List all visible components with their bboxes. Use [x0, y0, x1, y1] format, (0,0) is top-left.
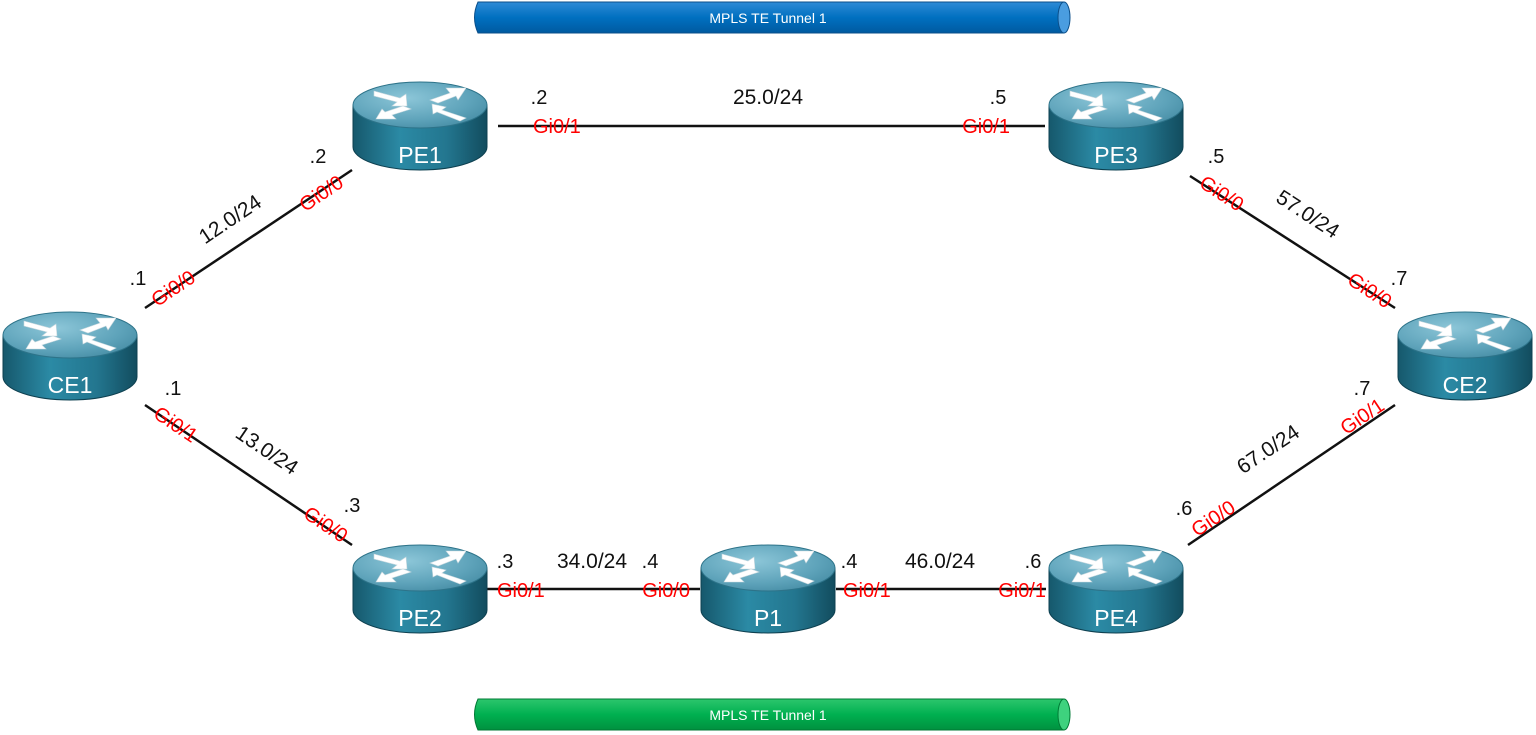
interface-label: Gi0/1 [962, 116, 1010, 138]
interface-label: Gi0/0 [1343, 269, 1395, 313]
tunnel-bottom-label: MPLS TE Tunnel 1 [709, 707, 826, 723]
ip-label: .1 [165, 378, 182, 400]
ip-label: .3 [344, 495, 361, 517]
interface-label: Gi0/0 [296, 172, 348, 217]
router-ce1[interactable]: CE1 [2, 311, 138, 401]
ip-label: .1 [130, 268, 147, 290]
router-pe3[interactable]: PE3 [1048, 81, 1184, 171]
router-pe4-label: PE4 [1094, 605, 1138, 631]
tunnel-top-label: MPLS TE Tunnel 1 [709, 10, 826, 26]
router-pe2-label: PE2 [398, 605, 441, 631]
tunnel-bottom: MPLS TE Tunnel 1 [474, 698, 1071, 731]
ip-label: .2 [310, 146, 327, 168]
router-p1[interactable]: P1 [700, 544, 836, 634]
link-ce2-pe4 [1187, 403, 1396, 547]
ip-label: .5 [1208, 146, 1225, 168]
router-ce2[interactable]: CE2 [1397, 311, 1533, 401]
ip-label: .6 [1025, 551, 1042, 573]
link-pe3-ce2 [1189, 174, 1396, 310]
interface-label: Gi0/1 [1337, 395, 1389, 440]
router-pe4[interactable]: PE4 [1048, 544, 1184, 634]
router-ce2-label: CE2 [1443, 372, 1488, 398]
interface-label: Gi0/1 [497, 580, 545, 602]
router-p1-label: P1 [754, 605, 782, 631]
subnet-label: 46.0/24 [905, 550, 975, 573]
ip-label: .6 [1176, 498, 1193, 520]
subnet-label: 12.0/24 [195, 190, 266, 248]
interface-label: Gi0/0 [148, 267, 200, 312]
ip-label: .4 [841, 551, 858, 573]
router-pe3-label: PE3 [1094, 142, 1137, 168]
ip-label: .5 [990, 87, 1007, 109]
router-pe2[interactable]: PE2 [352, 544, 488, 634]
router-pe1-label: PE1 [398, 142, 441, 168]
interface-label: Gi0/0 [1188, 497, 1240, 542]
interface-label: Gi0/1 [149, 403, 201, 448]
links [144, 124, 1396, 591]
interface-label: Gi0/1 [533, 116, 581, 138]
ip-label: .7 [1354, 378, 1371, 400]
interface-label: Gi0/1 [843, 580, 891, 602]
ip-label: .4 [642, 551, 659, 573]
ip-label: .2 [531, 87, 548, 109]
subnet-label: 34.0/24 [557, 550, 627, 573]
interface-label: Gi0/0 [1195, 172, 1247, 216]
link-ce1-pe2 [144, 403, 353, 547]
subnet-label: 67.0/24 [1233, 420, 1304, 478]
ip-label: .3 [497, 551, 514, 573]
router-pe1[interactable]: PE1 [352, 81, 488, 171]
subnet-label: 25.0/24 [733, 86, 803, 109]
router-ce1-label: CE1 [48, 372, 93, 398]
tunnel-top: MPLS TE Tunnel 1 [474, 1, 1071, 34]
interface-label: Gi0/1 [998, 580, 1046, 602]
ip-label: .7 [1391, 268, 1408, 290]
interface-label: Gi0/0 [642, 580, 690, 602]
link-ce1-pe1 [144, 168, 353, 310]
